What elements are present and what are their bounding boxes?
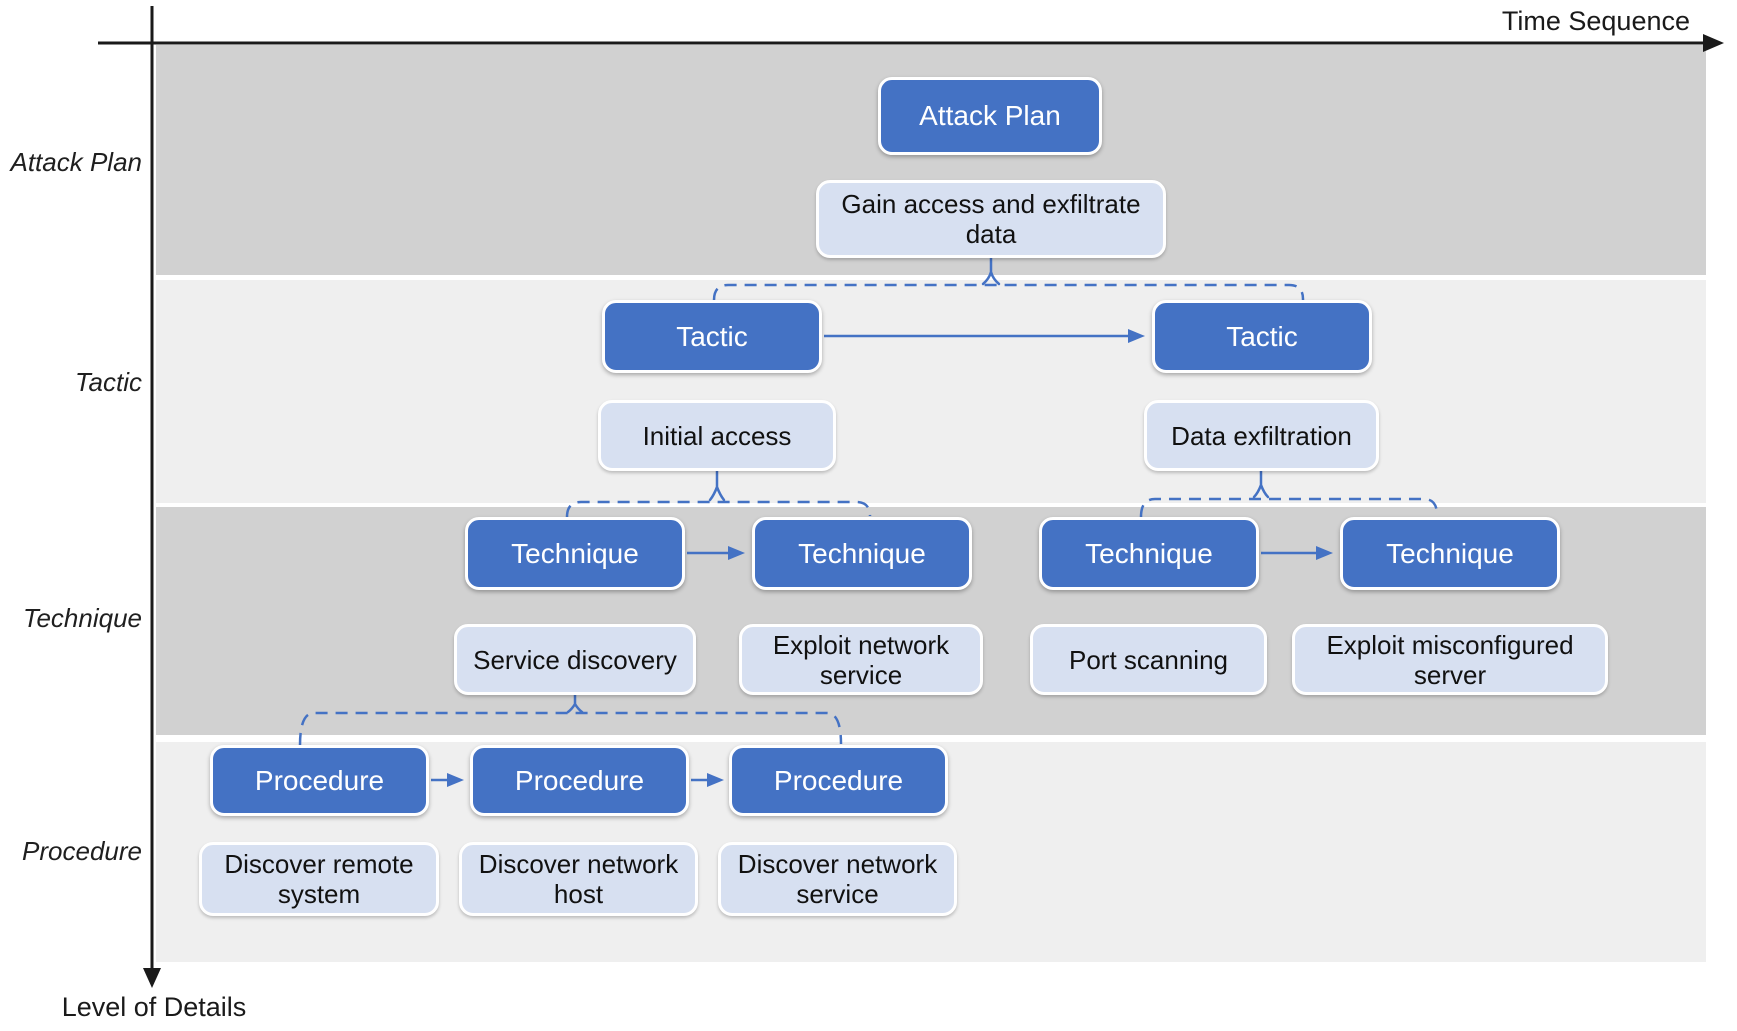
- x-axis-label: Time Sequence: [1501, 6, 1690, 36]
- node-tactic-2: Tactic: [1152, 300, 1372, 373]
- node-technique-3: Technique: [1039, 517, 1259, 590]
- desc-tactic-2: Data exfiltration: [1144, 400, 1379, 471]
- desc-procedure-2: Discover network host: [459, 842, 698, 916]
- row-label-tactic: Tactic: [75, 367, 142, 397]
- desc-tactic-1: Initial access: [598, 400, 836, 471]
- desc-technique-2: Exploit network service: [739, 624, 983, 695]
- node-technique-1: Technique: [465, 517, 685, 590]
- node-procedure-2: Procedure: [470, 745, 689, 816]
- node-technique-2: Technique: [752, 517, 972, 590]
- node-procedure-3: Procedure: [729, 745, 948, 816]
- node-procedure-1: Procedure: [210, 745, 429, 816]
- row-label-attack-plan: Attack Plan: [10, 147, 142, 177]
- desc-technique-3: Port scanning: [1030, 624, 1267, 695]
- node-technique-4: Technique: [1340, 517, 1560, 590]
- desc-attack-plan: Gain access and exfiltrate data: [816, 180, 1166, 258]
- y-axis-label: Level of Details: [61, 992, 247, 1022]
- row-label-procedure: Procedure: [22, 836, 142, 866]
- band-tactic: [156, 280, 1706, 503]
- node-attack-plan: Attack Plan: [878, 77, 1102, 155]
- node-tactic-1: Tactic: [602, 300, 822, 373]
- desc-procedure-1: Discover remote system: [199, 842, 439, 916]
- desc-technique-4: Exploit misconfigured server: [1292, 624, 1608, 695]
- x-axis-arrow-icon: [1703, 34, 1724, 52]
- y-axis-arrow-icon: [143, 968, 161, 988]
- desc-procedure-3: Discover network service: [718, 842, 957, 916]
- row-label-technique: Technique: [22, 603, 142, 633]
- desc-technique-1: Service discovery: [454, 624, 696, 695]
